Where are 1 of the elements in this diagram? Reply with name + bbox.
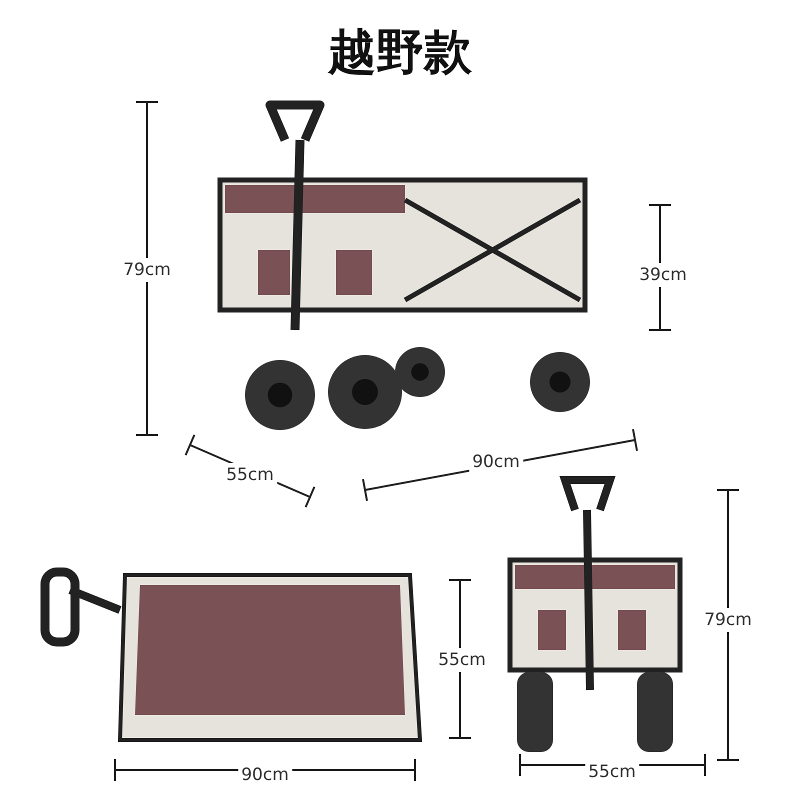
- title: 越野款: [326, 23, 473, 82]
